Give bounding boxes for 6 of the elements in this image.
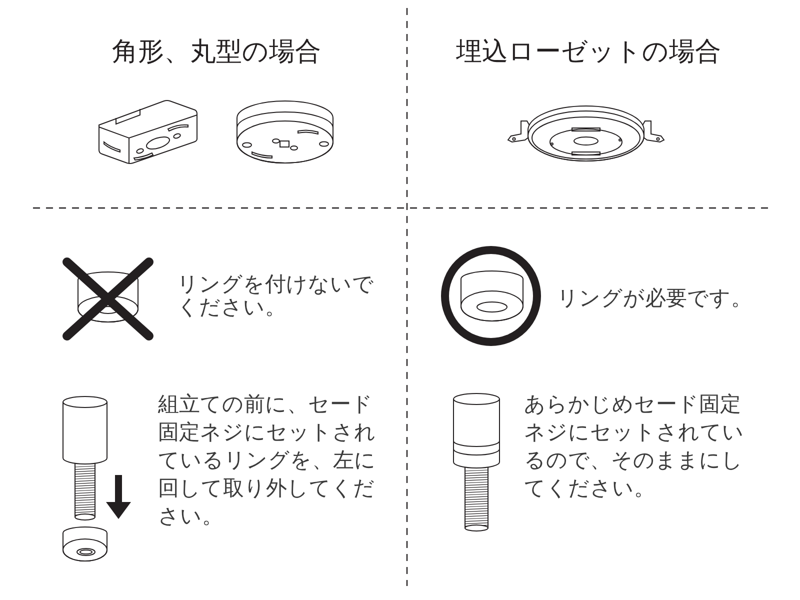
instruction-text: 組立ての前に、セード固定ネジにセットされているリングを、左に回して取り外してください。 bbox=[158, 391, 377, 530]
section-heading: 埋込ローゼットの場合 bbox=[456, 37, 721, 68]
instruction-text: あらかじめセード固定ネジにセットされているので、そのままにしてください。 bbox=[524, 391, 745, 502]
instruction-text: リングを付けないでください。 bbox=[177, 273, 375, 319]
section-heading: 角形、丸型の場合 bbox=[112, 37, 321, 68]
instruction-text: リングが必要です。 bbox=[557, 286, 752, 310]
